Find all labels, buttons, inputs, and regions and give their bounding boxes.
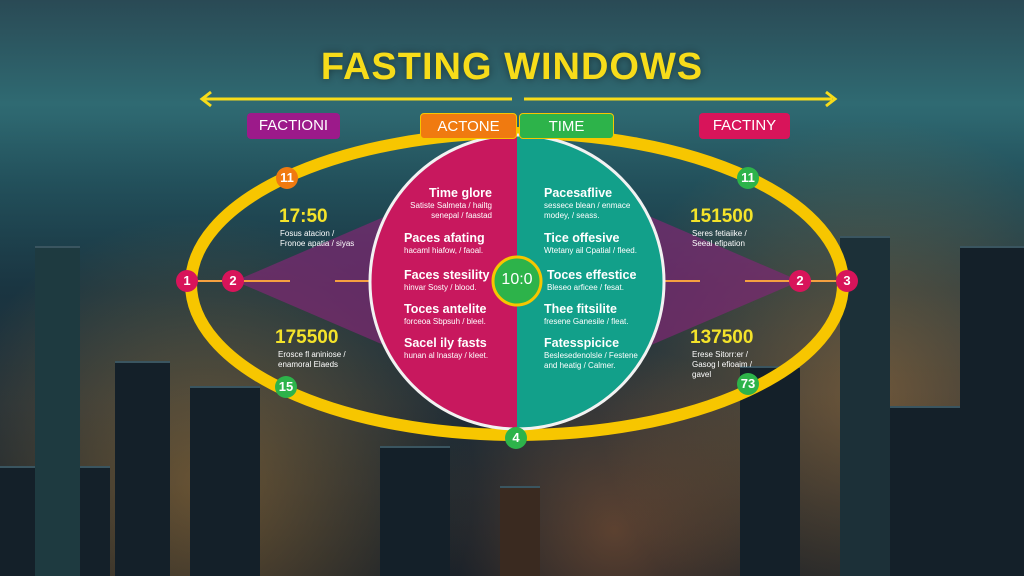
badge-right-inner: 2 xyxy=(789,270,811,292)
eating-half xyxy=(517,135,664,429)
badge-bottom-right: 73 xyxy=(737,373,759,395)
left-value-1: 17:50 xyxy=(279,206,328,227)
tag-center-left: ACTONE xyxy=(420,113,517,139)
right-wedge xyxy=(635,210,800,352)
tag-center-right: TIME xyxy=(519,113,614,139)
left-value-2: 175500 xyxy=(275,327,339,348)
badge-left-inner: 2 xyxy=(222,270,244,292)
fasting-half xyxy=(370,135,517,429)
tag-right: FACTINY xyxy=(699,113,790,139)
left-note-1: Fosus atacion / Fronoe apatia / siyas xyxy=(280,229,355,248)
right-note-1: Seres fetiaiike / Seeal efipation xyxy=(692,229,747,248)
badge-top-right: 11 xyxy=(737,167,759,189)
badge-bottom-left: 15 xyxy=(275,376,297,398)
badge-bottom: 4 xyxy=(505,427,527,449)
tag-left: FACTIONI xyxy=(247,113,340,139)
right-note-2: Erese Sitorr:er / Gasog l efioaim / gave… xyxy=(692,350,753,379)
center-value: 10:0 xyxy=(501,271,533,288)
left-note-2: Erosce fl aniniose / enamoral Elaeds xyxy=(278,350,346,369)
center-clock xyxy=(491,255,543,307)
right-value-2: 137500 xyxy=(690,327,754,348)
left-wedge xyxy=(235,210,400,352)
page-title: FASTING WINDOWS xyxy=(320,46,704,88)
badge-left-outer: 1 xyxy=(176,270,198,292)
right-value-1: 151500 xyxy=(690,206,754,227)
badge-right-outer: 3 xyxy=(836,270,858,292)
badge-top-left: 11 xyxy=(276,167,298,189)
